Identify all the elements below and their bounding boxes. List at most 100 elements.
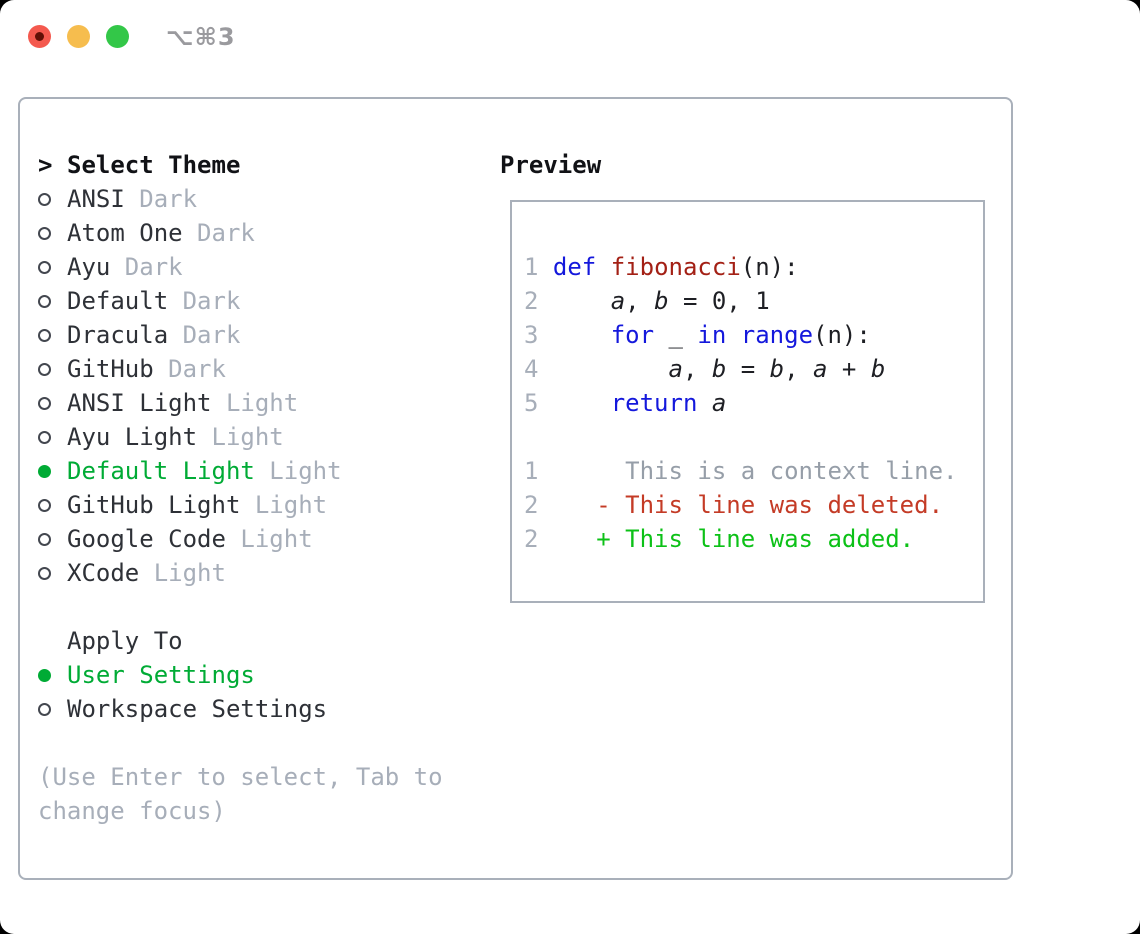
code-line: 1 def fibonacci(n):: [524, 250, 983, 284]
line-number: 1: [524, 457, 539, 485]
minimize-button[interactable]: [67, 25, 90, 48]
code-token: ,: [784, 355, 814, 383]
theme-name: Default: [67, 287, 169, 315]
theme-name: Ayu: [67, 253, 111, 281]
code-token: a: [711, 389, 727, 417]
diff-line-added: 2 + This line was added.: [524, 522, 983, 556]
theme-name: XCode: [67, 559, 140, 587]
theme-option-9[interactable]: GitHub Light Light: [38, 488, 443, 522]
line-number: 2: [524, 287, 539, 315]
apply-to-title: Apply To: [67, 627, 183, 655]
code-line: 4 a, b = b, a + b: [524, 352, 983, 386]
theme-option-10[interactable]: Google Code Light: [38, 522, 443, 556]
radio-icon: [38, 454, 67, 488]
code-token: +: [827, 355, 871, 383]
radio-icon: [38, 352, 67, 386]
apply-to-header: Apply To: [38, 624, 443, 658]
keyboard-shortcut-label: ⌥⌘3: [166, 23, 236, 51]
radio-icon: [38, 318, 67, 352]
theme-option-8[interactable]: Default Light Light: [38, 454, 443, 488]
code-token: a: [668, 355, 683, 383]
theme-variant: Dark: [153, 355, 226, 383]
code-token: ,: [625, 287, 655, 315]
theme-variant: Light: [240, 491, 328, 519]
zoom-button[interactable]: [106, 25, 129, 48]
code-line: 5 return a: [524, 386, 983, 420]
code-token: = 0, 1: [668, 287, 770, 315]
close-button[interactable]: [28, 25, 51, 48]
code-token: =: [726, 355, 770, 383]
radio-unselected-icon: [38, 702, 51, 716]
titlebar: [28, 25, 129, 48]
theme-name: Default Light: [67, 457, 255, 485]
theme-variant: Light: [197, 423, 284, 451]
radio-icon: [38, 250, 67, 284]
record-dot-icon: [35, 32, 44, 41]
radio-icon: [38, 488, 67, 522]
code-line: 2 a, b = 0, 1: [524, 284, 983, 318]
radio-icon: [38, 216, 67, 250]
code-line: 3 for _ in range(n):: [524, 318, 983, 352]
line-number: 5: [524, 389, 539, 417]
code-token: for: [610, 321, 655, 349]
code-token: (n):: [813, 321, 871, 349]
code-token: (n):: [740, 253, 799, 281]
code-token: _: [654, 321, 698, 349]
radio-icon: [38, 386, 67, 420]
theme-name: Ayu Light: [67, 423, 198, 451]
diff-text: This is a context line.: [596, 457, 958, 485]
theme-variant: Dark: [124, 185, 198, 213]
theme-option-3[interactable]: Default Dark: [38, 284, 443, 318]
radio-unselected-icon: [38, 294, 51, 308]
radio-icon: [38, 522, 67, 556]
theme-name: Dracula: [67, 321, 169, 349]
diff-text: - This line was deleted.: [596, 491, 944, 519]
theme-option-4[interactable]: Dracula Dark: [38, 318, 443, 352]
apply-label: User Settings: [67, 661, 255, 689]
theme-variant: Dark: [110, 253, 183, 281]
diff-line-deleted: 2 - This line was deleted.: [524, 488, 983, 522]
select-theme-title: Select Theme: [67, 151, 241, 179]
apply-to-spacer: [38, 624, 67, 658]
theme-name: Atom One: [67, 219, 183, 247]
code-token: a: [610, 287, 626, 315]
radio-unselected-icon: [38, 226, 51, 240]
code-token: b: [870, 355, 886, 383]
theme-option-1[interactable]: Atom One Dark: [38, 216, 443, 250]
code-token: ,: [682, 355, 712, 383]
theme-name: GitHub: [67, 355, 154, 383]
theme-option-0[interactable]: ANSI Dark: [38, 182, 443, 216]
apply-option-1[interactable]: Workspace Settings: [38, 692, 443, 726]
line-number: 2: [524, 525, 539, 553]
hint-text: (Use Enter to select, Tab to change focu…: [38, 760, 443, 828]
apply-option-0[interactable]: User Settings: [38, 658, 443, 692]
code-token: a: [813, 355, 828, 383]
theme-option-7[interactable]: Ayu Light Light: [38, 420, 443, 454]
theme-option-6[interactable]: ANSI Light Light: [38, 386, 443, 420]
radio-icon: [38, 284, 67, 318]
theme-name: GitHub Light: [67, 491, 241, 519]
line-number: 1: [524, 253, 539, 281]
theme-variant: Light: [225, 525, 313, 553]
line-number: 4: [524, 355, 539, 383]
radio-selected-icon: [38, 668, 51, 682]
code-token: in: [697, 321, 727, 349]
theme-option-5[interactable]: GitHub Dark: [38, 352, 443, 386]
theme-variant: Dark: [168, 287, 241, 315]
code-token: b: [711, 355, 727, 383]
radio-icon: [38, 420, 67, 454]
radio-selected-icon: [38, 464, 51, 478]
preview-title: Preview: [500, 151, 602, 179]
theme-option-2[interactable]: Ayu Dark: [38, 250, 443, 284]
theme-option-11[interactable]: XCode Light: [38, 556, 443, 590]
select-theme-header: > Select Theme: [38, 148, 443, 182]
radio-unselected-icon: [38, 192, 51, 206]
theme-name: Google Code: [67, 525, 226, 553]
code-token: b: [769, 355, 785, 383]
blank-line: [524, 420, 983, 454]
